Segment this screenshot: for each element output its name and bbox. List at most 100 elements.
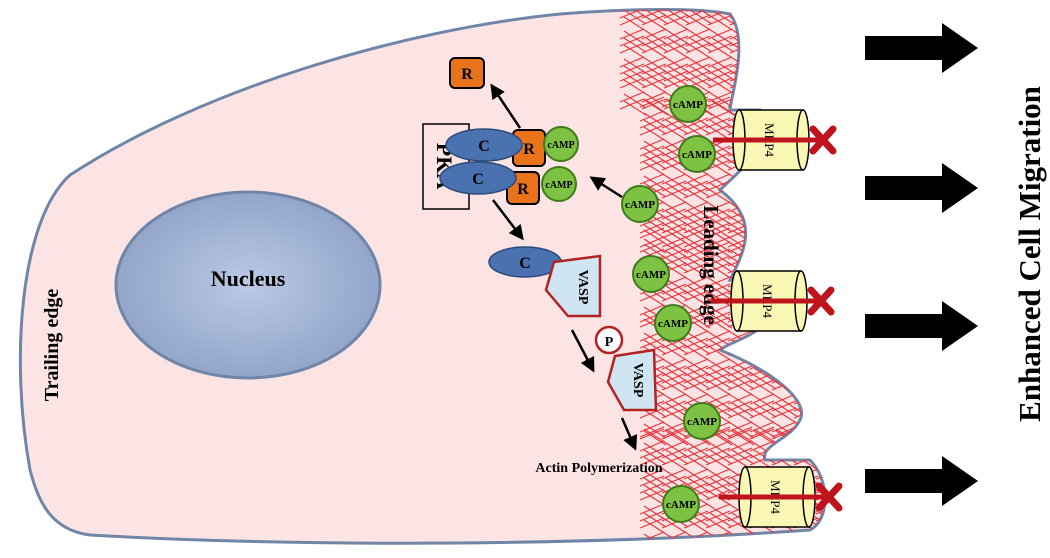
actin-filament — [775, 339, 799, 355]
actin-filament — [665, 519, 689, 535]
actin-filament — [775, 402, 799, 418]
actin-filament — [771, 393, 797, 405]
actin-filament — [709, 264, 733, 280]
actin-filament — [749, 344, 775, 356]
actin-filament — [749, 426, 775, 438]
actin-filament — [665, 374, 689, 390]
actin-filament — [727, 400, 753, 412]
actin-filament — [639, 124, 665, 136]
actin-filament — [753, 339, 777, 355]
actin-filament — [777, 58, 801, 74]
actin-filament — [797, 346, 821, 362]
actin-filament — [687, 175, 711, 191]
actin-filament — [711, 30, 735, 46]
actin-filament — [731, 519, 755, 535]
actin-filament — [753, 332, 777, 348]
actin-filament — [709, 210, 733, 226]
actin-filament — [643, 477, 667, 493]
actin-filament — [623, 72, 647, 88]
actin-filament — [705, 173, 731, 185]
actin-filament — [705, 290, 731, 302]
actin-filament — [705, 337, 731, 349]
actin-filament — [727, 379, 753, 391]
actin-filament — [687, 332, 711, 348]
actin-filament — [687, 449, 711, 465]
actin-filament — [727, 180, 753, 192]
actin-filament — [753, 367, 777, 383]
actin-filament — [797, 442, 821, 458]
actin-filament — [709, 278, 733, 294]
actin-filament — [665, 175, 689, 191]
actin-filament — [751, 63, 777, 75]
actin-filament — [683, 475, 709, 487]
actin-filament — [753, 374, 777, 390]
actin-filament — [755, 65, 779, 81]
actin-filament — [687, 189, 711, 205]
actin-filament — [705, 262, 731, 274]
actin-filament — [619, 42, 645, 54]
actin-filament — [727, 421, 753, 433]
actin-filament — [643, 428, 667, 444]
actin-filament — [731, 360, 755, 376]
actin-filament — [797, 381, 821, 397]
actin-filament — [797, 374, 821, 390]
actin-filament — [665, 182, 689, 198]
camp-molecule — [541, 166, 577, 202]
actin-filament — [687, 250, 711, 266]
right-arrow-icon — [865, 23, 978, 73]
actin-filament — [687, 346, 711, 362]
x-mark-icon — [807, 286, 835, 316]
actin-filament — [639, 510, 665, 522]
actin-filament — [683, 393, 709, 405]
actin-filament — [709, 449, 733, 465]
actin-filament — [753, 182, 777, 198]
actin-filament — [687, 278, 711, 294]
x-mark-icon — [815, 482, 843, 512]
actin-filament — [777, 65, 801, 81]
actin-filament — [687, 519, 711, 535]
actin-filament — [773, 28, 799, 40]
actin-filament — [665, 470, 689, 486]
actin-filament — [623, 30, 647, 46]
actin-filament — [623, 9, 647, 18]
actin-filament — [751, 9, 777, 12]
right-arrow-icon — [865, 163, 978, 213]
actin-filament — [797, 332, 821, 348]
actin-filament — [705, 248, 731, 260]
actin-filament — [797, 430, 821, 446]
actin-filament — [731, 449, 755, 465]
actin-filament — [793, 447, 819, 459]
actin-filament — [709, 360, 733, 376]
mrp4-transporters: MRP4MRP4MRP4 — [711, 109, 843, 528]
actin-filament — [667, 9, 691, 18]
actin-filament — [709, 98, 733, 114]
actin-polymerization-label: Actin Polymerization — [535, 461, 662, 476]
actin-filament — [639, 454, 665, 466]
actin-filament — [707, 70, 733, 82]
actin-filament — [705, 96, 731, 108]
actin-filament — [643, 484, 667, 500]
actin-filament — [663, 14, 689, 26]
actin-filament — [727, 407, 753, 419]
actin-filament — [815, 447, 826, 459]
actin-filament — [749, 400, 775, 412]
actin-filament — [689, 79, 713, 95]
actin-filament — [709, 367, 733, 383]
actin-filament — [639, 517, 665, 529]
actin-filament — [775, 332, 799, 348]
actin-filament — [707, 14, 733, 26]
actin-filament — [793, 330, 819, 342]
actin-filament — [643, 442, 667, 458]
actin-filament — [815, 440, 826, 452]
actin-filament — [639, 215, 665, 227]
actin-filament — [623, 44, 647, 60]
actin-filament — [639, 138, 665, 150]
actin-filament — [705, 517, 731, 529]
actin-filament — [665, 456, 689, 472]
actin-filament — [619, 14, 645, 26]
actin-filament — [773, 42, 799, 54]
actin-filament — [749, 337, 775, 349]
actin-filament — [711, 9, 735, 25]
actin-filament — [667, 72, 691, 88]
